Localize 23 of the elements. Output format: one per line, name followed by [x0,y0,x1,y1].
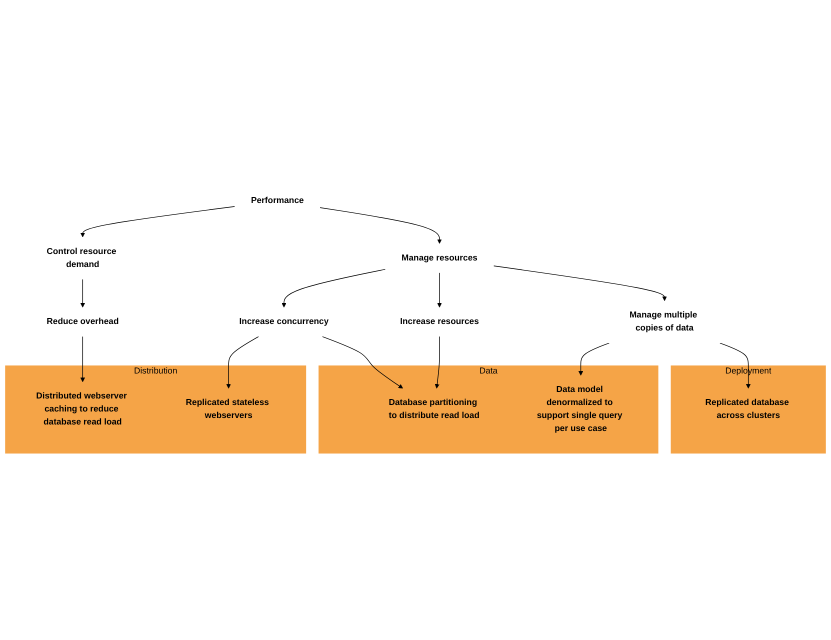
node-text: Reduce overhead [46,316,119,326]
arrow [80,336,86,382]
arrow [493,265,667,301]
arrow [80,206,236,237]
node-text: Replicated stateless webservers [186,398,269,420]
node-text: Data model denormalized to support single query per use case [536,384,622,433]
node-text: Performance [250,196,304,205]
arrow [434,336,440,388]
node-text: Distributed webserver caching to reduce database read load [36,391,127,426]
arrow [80,278,86,308]
node-text: Control resource demand [46,246,116,269]
arrow [226,336,259,388]
node-text: Increase concurrency [239,316,329,326]
node-text: Manage resources [402,252,478,262]
arrow [282,268,386,308]
node-text: Manage multiple copies of data [629,310,698,332]
node-text: Database partitioning to distribute read load [388,398,480,420]
arrow [437,272,442,308]
node-text: Replicated database across clusters [705,398,789,420]
node-text: Increase resources [400,316,479,326]
arrow [578,342,610,376]
arrow [320,206,442,244]
arrow [322,336,404,388]
